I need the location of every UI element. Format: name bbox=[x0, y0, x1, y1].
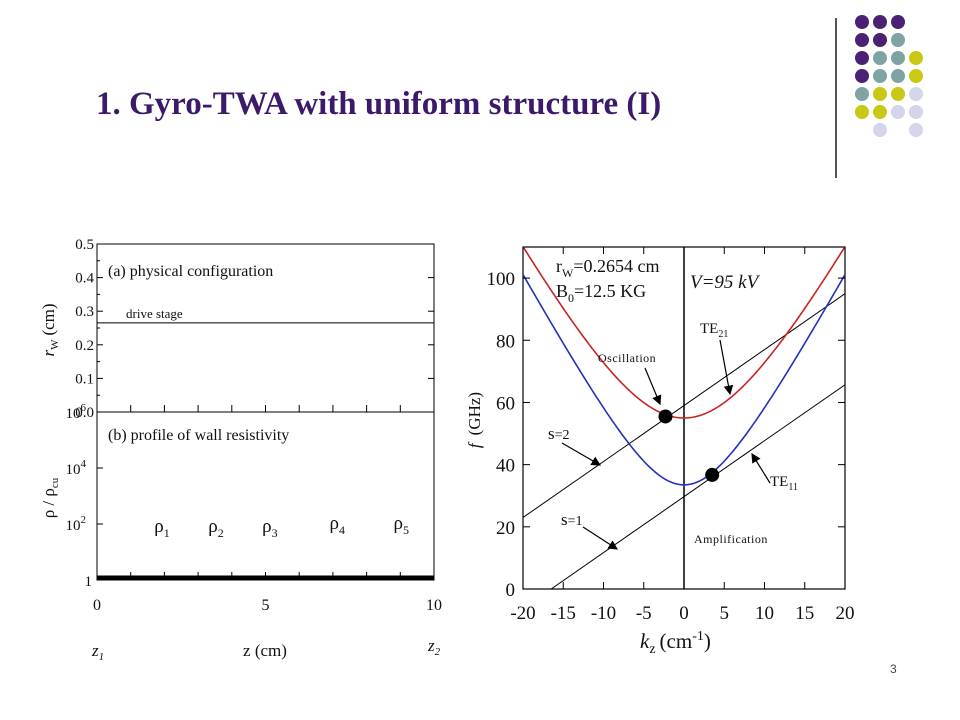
dispersion-curve bbox=[523, 247, 845, 419]
ytick-label: 106 bbox=[66, 402, 87, 422]
param-rw: rW=0.2654 cm bbox=[556, 256, 659, 280]
right-ylabel: f(GHz) bbox=[465, 392, 484, 448]
te11-label: TE11 bbox=[770, 474, 798, 493]
left-xlabel: z (cm) bbox=[243, 641, 287, 660]
ytick-label: 0.4 bbox=[75, 271, 94, 287]
resistivity-region-label: ρ1 bbox=[154, 516, 169, 540]
annotation-arrow bbox=[561, 442, 602, 466]
xtick-label: 0 bbox=[679, 603, 689, 624]
ytick-label: 102 bbox=[66, 514, 87, 534]
param-b0: B0=12.5 KG bbox=[556, 281, 646, 305]
z2-label: z2 bbox=[427, 636, 441, 658]
oscillation-label: Oscillation bbox=[598, 351, 656, 365]
ytick-label: 20 bbox=[496, 518, 515, 539]
ytick-label: 60 bbox=[496, 393, 515, 414]
beam-line bbox=[550, 384, 845, 589]
annotation-arrow bbox=[751, 452, 771, 484]
beam-line bbox=[523, 293, 845, 518]
xtick-label: 5 bbox=[720, 603, 730, 624]
te21-label: TE21 bbox=[700, 321, 728, 340]
xtick-label: -10 bbox=[591, 603, 616, 624]
z1-label: z1 bbox=[91, 641, 104, 663]
s2-label: s=2 bbox=[548, 424, 570, 443]
interaction-point bbox=[705, 467, 720, 482]
title-divider bbox=[835, 18, 837, 178]
page-number: 3 bbox=[890, 662, 897, 676]
ytick-label: 100 bbox=[487, 269, 516, 290]
xtick-label: 15 bbox=[795, 603, 814, 624]
ytick-label: 1 bbox=[85, 574, 93, 590]
s1-label: s=1 bbox=[561, 510, 583, 529]
right-xlabel: kz(cm-1) bbox=[640, 629, 711, 657]
xtick-label: 10 bbox=[426, 597, 442, 614]
xtick-label: 0 bbox=[93, 597, 101, 614]
voltage-label: V=95 kV bbox=[690, 272, 761, 293]
xtick-label: -15 bbox=[551, 603, 576, 624]
xtick-label: -5 bbox=[636, 603, 652, 624]
ytick-label: 0.5 bbox=[75, 237, 94, 253]
interaction-point bbox=[658, 409, 673, 424]
slide-title: 1. Gyro-TWA with uniform structure (I) bbox=[96, 86, 662, 122]
xtick-label: -20 bbox=[510, 603, 535, 624]
resistivity-region-label: ρ5 bbox=[394, 513, 409, 537]
ytick-label: 0.0 bbox=[75, 405, 94, 421]
resistivity-region-label: ρ4 bbox=[330, 513, 345, 537]
ytick-label: 0 bbox=[506, 580, 516, 601]
panel-b-label: (b) profile of wall resistivity bbox=[108, 427, 289, 444]
xtick-label: 20 bbox=[836, 603, 855, 624]
resistivity-region-label: ρ3 bbox=[262, 516, 277, 540]
xtick-label: 5 bbox=[262, 597, 270, 614]
left-figure: (a) physical configuration drive stage (… bbox=[39, 237, 442, 663]
panel-a-label: (a) physical configuration bbox=[108, 263, 273, 280]
panel-b-ylabel: ρ / ρcu bbox=[39, 477, 61, 518]
annotation-arrow bbox=[644, 367, 662, 406]
xtick-label: 10 bbox=[755, 603, 774, 624]
annotation-arrow bbox=[719, 339, 734, 396]
amplification-label: Amplification bbox=[694, 532, 768, 546]
annotation-arrow bbox=[582, 526, 619, 550]
ytick-label: 104 bbox=[66, 458, 87, 478]
ytick-label: 0.2 bbox=[75, 338, 94, 354]
dispersion-curve bbox=[523, 274, 845, 486]
ytick-label: 0.3 bbox=[75, 304, 94, 320]
panel-a-ylabel: rW(cm) bbox=[39, 303, 61, 356]
ytick-label: 80 bbox=[496, 331, 515, 352]
ytick-label: 40 bbox=[496, 456, 515, 477]
ytick-label: 0.1 bbox=[75, 371, 94, 387]
right-figure: 0 20 40 60 80 100 -20 -15 -10 -5 0 5 10 15 20 rW=0.26… bbox=[465, 246, 855, 657]
resistivity-region-label: ρ2 bbox=[208, 516, 223, 540]
drive-stage-label: drive stage bbox=[126, 306, 183, 321]
